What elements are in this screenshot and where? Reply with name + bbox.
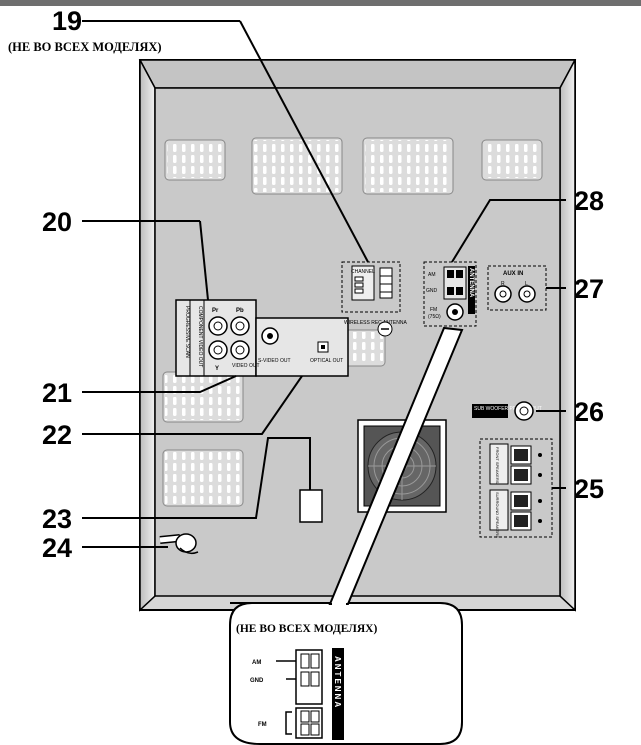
callout-26: 26 [574, 397, 604, 427]
progressive-scan-label: PROGRESSIVE SCAN [184, 306, 190, 358]
subwoofer-label: SUB WOOFER PRE OUTPUT [474, 406, 542, 412]
antenna-panel: AM GND ANTENNA FM (75Ω) [423, 261, 477, 327]
zoom-note-not-all-models: (НЕ ВО ВСЕХ МОДЕЛЯХ) [236, 623, 377, 635]
antenna-zoom-callout: AM GND FM ANTENNA [229, 326, 464, 745]
zoom-antenna-label: ANTENNA [333, 656, 342, 709]
s-video-out-label: S-VIDEO OUT [258, 358, 291, 364]
aux-l-label: L [525, 281, 528, 287]
callout-20: 20 [42, 207, 72, 237]
y-label: Y [215, 366, 219, 372]
speaker-terminals-panel: FRONT SPEAKERS SURROUND SPEAKERS [479, 438, 553, 538]
callout-28: 28 [574, 186, 604, 216]
vent-grilles [162, 137, 543, 507]
channel-switch[interactable] [379, 267, 393, 299]
callout-21: 21 [42, 378, 72, 408]
antenna-label: ANTENNA [468, 268, 474, 298]
component-video-out-label: COMPONENT VIDEO OUT [197, 306, 203, 367]
callout-leaders [82, 20, 566, 548]
surround-speakers-label: SURROUND SPEAKERS [495, 492, 500, 538]
callout-23: 23 [42, 504, 72, 534]
pr-label: Pr [212, 308, 219, 314]
callout-19: 19 [52, 6, 82, 36]
zoom-am-label: AM [252, 660, 261, 666]
aux-in-panel: AUX IN R L [487, 265, 547, 311]
aux-in-label: AUX IN [503, 271, 523, 277]
subwoofer-output: SUB WOOFER PRE OUTPUT [472, 401, 542, 421]
aux-r-label: R [501, 281, 505, 287]
wireless-antenna-label: WIRELESS REC ANTENNA [344, 320, 407, 326]
wireless-channel-panel: CHANNEL WIRELESS REC ANTENNA [341, 261, 407, 337]
optical-out-label: OPTICAL OUT [310, 358, 343, 364]
callout-24: 24 [42, 533, 72, 563]
zoom-gnd-label: GND [250, 678, 264, 684]
video-out-label: VIDEO OUT [232, 363, 260, 369]
fm-label: FM [430, 307, 437, 313]
pb-label: Pb [236, 308, 244, 314]
channel-label: CHANNEL [351, 269, 375, 275]
callout-25: 25 [574, 474, 604, 504]
rating-label-sticker [299, 489, 323, 523]
speaker-terminal-block[interactable] [510, 445, 532, 531]
callout-22: 22 [42, 420, 72, 450]
note-not-all-models: (НЕ ВО ВСЕХ МОДЕЛЯХ) [8, 40, 162, 54]
video-connector-panel: PROGRESSIVE SCAN COMPONENT VIDEO OUT Pr … [175, 299, 349, 377]
power-cord [159, 533, 199, 555]
fm-ohm-label: (75Ω) [428, 314, 441, 320]
top-border [0, 0, 641, 6]
zoom-fm-label: FM [258, 722, 267, 728]
gnd-label: GND [426, 288, 438, 294]
callout-27: 27 [574, 274, 604, 304]
front-speakers-label: FRONT SPEAKERS [495, 447, 500, 484]
am-label: AM [428, 272, 436, 278]
